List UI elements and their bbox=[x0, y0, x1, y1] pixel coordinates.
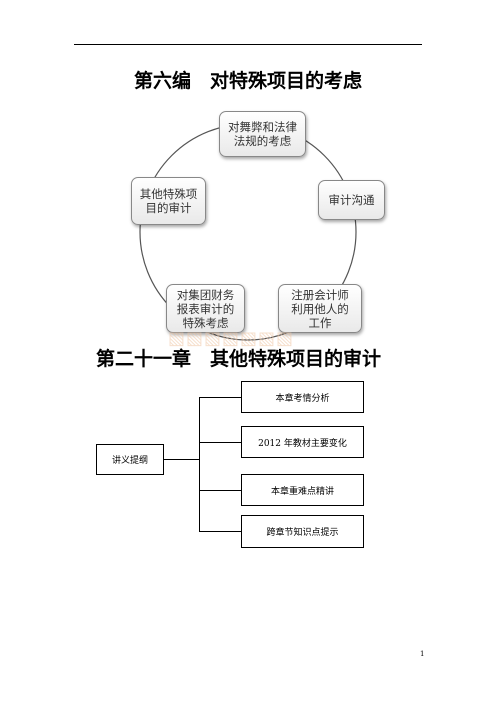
header-rule bbox=[74, 44, 422, 45]
outline-item: 跨章节知识点提示 bbox=[241, 515, 364, 548]
tree-branch bbox=[199, 490, 241, 491]
outline-item: 本章考情分析 bbox=[241, 381, 364, 413]
tree-branch bbox=[199, 531, 241, 532]
page-number: 1 bbox=[420, 650, 425, 658]
cycle-node-other-special-items: 其他特殊项 目的审计 bbox=[131, 177, 206, 225]
tree-trunk bbox=[199, 397, 200, 531]
cycle-node-using-others-work: 注册会计师 利用他人的 工作 bbox=[278, 284, 362, 333]
tree-branch bbox=[199, 442, 241, 443]
outline-item: 本章重难点精讲 bbox=[241, 474, 364, 506]
chapter-title: 第二十一章 其他特殊项目的审计 bbox=[96, 348, 382, 370]
watermark-logo: ▧▧▧▧▧▧▧ bbox=[168, 328, 295, 349]
tree-branch bbox=[199, 397, 241, 398]
outline-item: 2012 年教材主要变化 bbox=[241, 426, 364, 458]
cycle-node-audit-communication: 审计沟通 bbox=[318, 180, 385, 220]
cycle-node-group-audit: 对集团财务 报表审计的 特殊考虑 bbox=[166, 284, 245, 333]
cycle-node-fraud-laws: 对舞弊和法律 法规的考虑 bbox=[219, 111, 306, 157]
tree-connector bbox=[164, 459, 199, 460]
outline-root: 讲义提纲 bbox=[96, 444, 164, 475]
part-title: 第六编 对特殊项目的考虑 bbox=[133, 70, 362, 92]
